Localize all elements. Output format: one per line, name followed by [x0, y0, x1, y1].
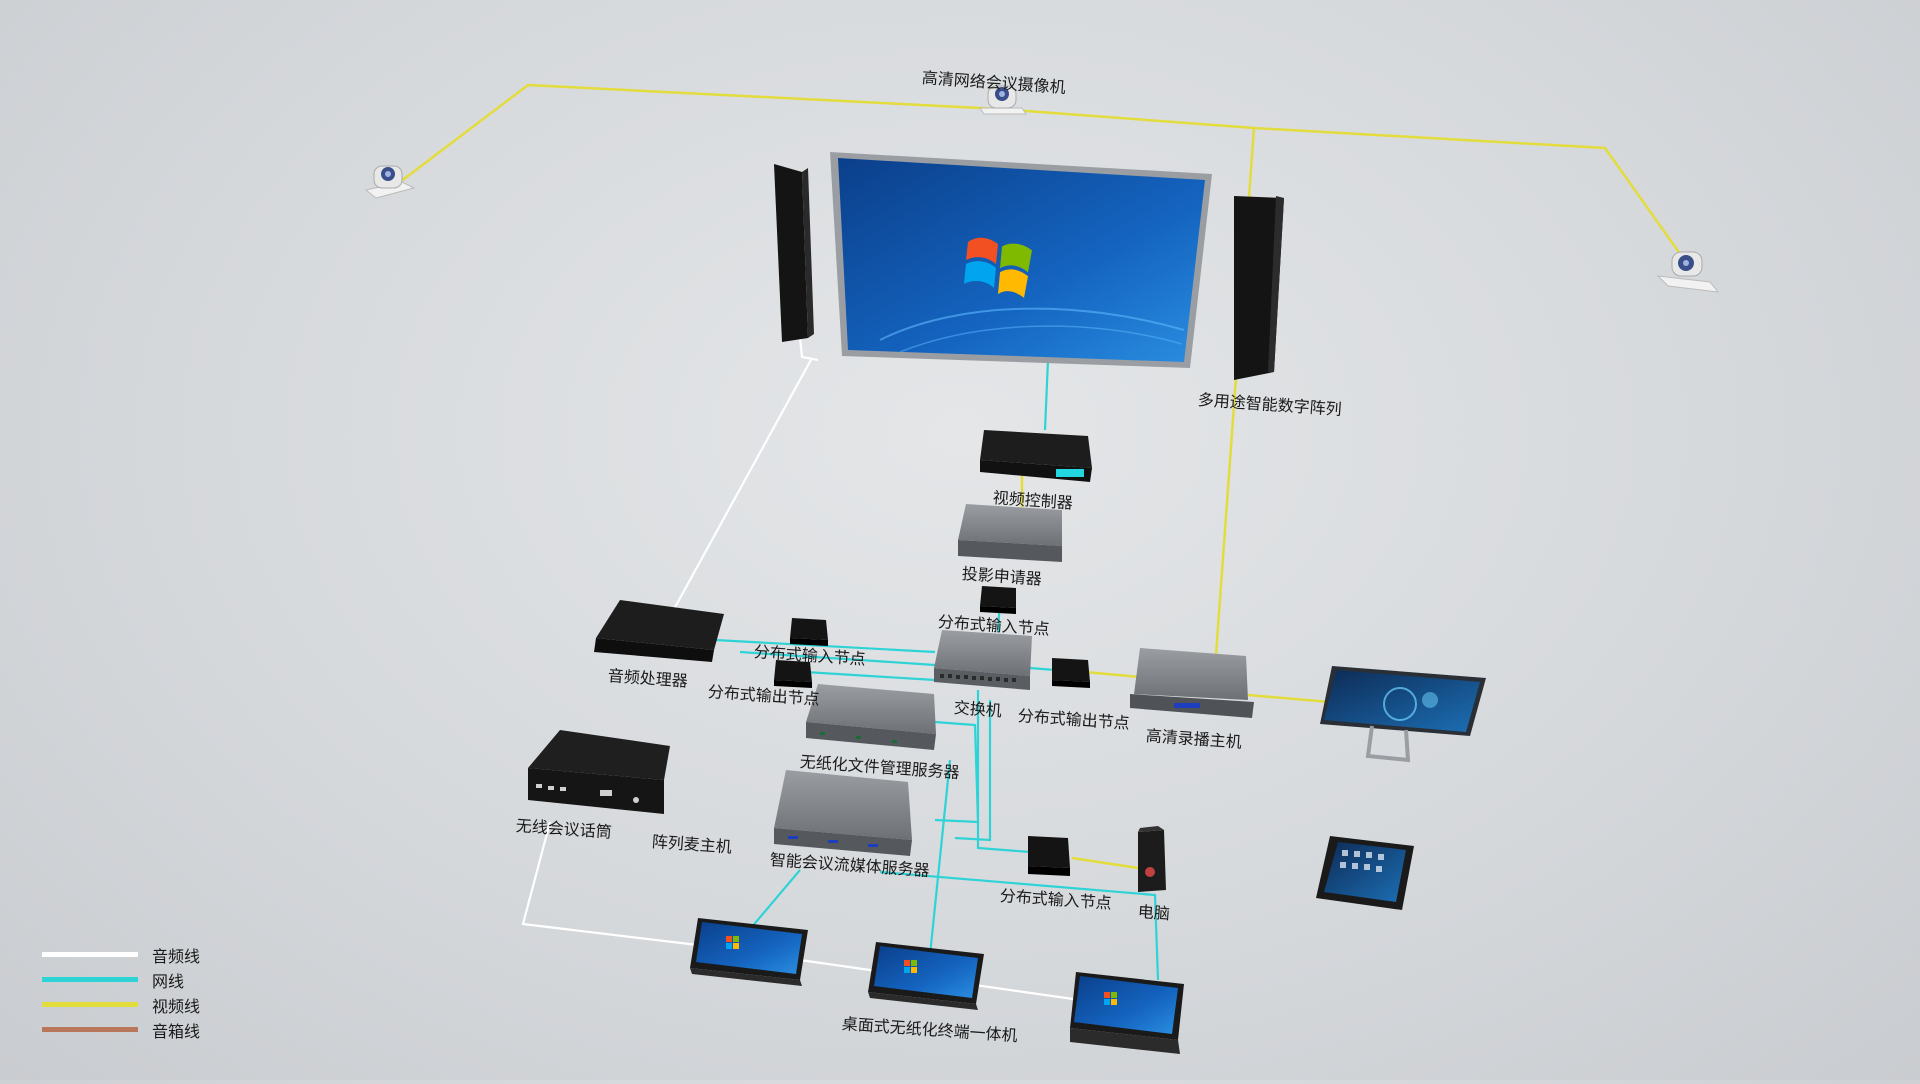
label-switch: 交换机 [953, 698, 1003, 721]
audio-cable-mic-terminal [521, 821, 707, 948]
input-node-bottom [1028, 836, 1070, 876]
net-media-right [879, 870, 1160, 981]
video-cable-recorder [1084, 670, 1141, 679]
net-switch-mediaserver [954, 700, 992, 842]
legend-swatch-speaker [42, 1027, 138, 1032]
net-switch-output [1029, 666, 1056, 672]
camera-left [364, 165, 416, 199]
media-server [774, 770, 912, 856]
net-display-controller [1043, 359, 1050, 431]
label-computer: 电脑 [1137, 902, 1171, 924]
computer-icon [1138, 826, 1166, 892]
net-media-terminal-b [928, 759, 952, 956]
video-controller [980, 430, 1092, 482]
audio-cable-to-processor [667, 357, 813, 621]
net-processor-switch-b [739, 650, 936, 667]
speaker-array-left [774, 164, 814, 342]
net-switch-inputnode [976, 690, 1031, 854]
input-node-left [790, 618, 828, 646]
legend-swatch-video [42, 1002, 138, 1007]
hd-recorder [1130, 648, 1254, 718]
camera-center [979, 85, 1027, 115]
legend-item-audio: 音频线 [42, 942, 200, 967]
camera-right [1656, 251, 1720, 293]
net-node-switch [804, 670, 936, 682]
legend-label-audio: 音频线 [152, 946, 201, 966]
audio-cable-speaker [798, 337, 819, 362]
wireless-mic-host [528, 730, 670, 814]
legend-label-network: 网线 [152, 971, 185, 991]
output-node-left [774, 660, 812, 688]
legend-item-video: 视频线 [42, 992, 200, 1017]
legend-item-network: 网线 [42, 967, 200, 992]
legend-swatch-audio [42, 952, 138, 957]
net-processor-switch-a [714, 638, 936, 654]
tablet-icon [1316, 836, 1414, 910]
legend-item-speaker: 音箱线 [42, 1017, 200, 1042]
input-node-top [980, 586, 1016, 614]
projection-applicator [958, 504, 1062, 562]
windows-display-icon [830, 152, 1212, 368]
speaker-array-right [1234, 196, 1284, 380]
net-switch-fileserver [934, 720, 980, 824]
network-switch [934, 630, 1032, 690]
file-server [806, 684, 936, 750]
ptz-camera-icon [364, 85, 1720, 293]
legend-label-speaker: 音箱线 [152, 1021, 201, 1041]
legend-swatch-network [42, 977, 138, 982]
video-cable-monitor [1247, 693, 1331, 704]
terminal-3 [1070, 972, 1184, 1054]
legend: 音频线 网线 视频线 音箱线 [42, 942, 200, 1042]
video-cable-camera-chain [399, 83, 1690, 266]
output-node-right [1052, 658, 1090, 688]
video-cable-computer [1071, 856, 1139, 870]
monitor-icon [1320, 666, 1486, 763]
audio-processor [594, 600, 724, 662]
legend-label-video: 视频线 [152, 996, 201, 1016]
terminal-1 [690, 918, 808, 986]
windows-logo-icon [964, 237, 1032, 298]
terminal-2 [868, 942, 984, 1010]
